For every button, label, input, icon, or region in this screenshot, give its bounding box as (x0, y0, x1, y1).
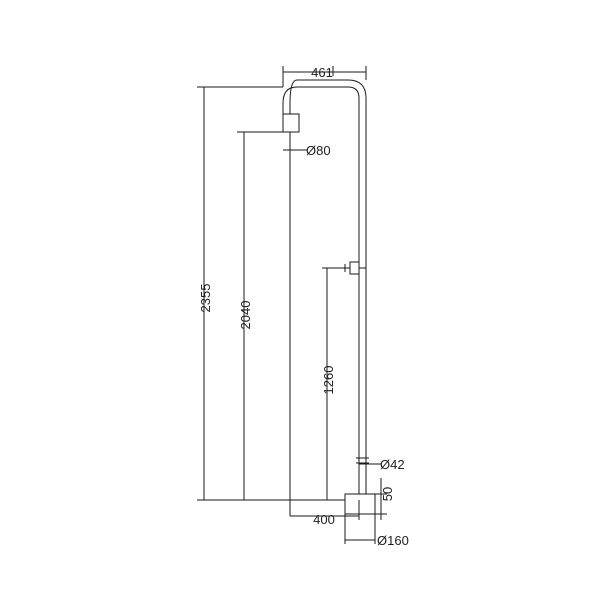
dim-line-overall-height (197, 86, 345, 501)
label-head-height: 2040 (238, 301, 253, 330)
label-overall-height: 2355 (198, 284, 213, 313)
handset-holder (341, 261, 366, 275)
label-handset-height: 1260 (321, 366, 336, 395)
label-base-height: 50 (380, 487, 395, 501)
base-plate (344, 493, 376, 515)
dim-line-base-height (375, 478, 387, 520)
pipe-collar (356, 457, 369, 464)
shower-arm (282, 79, 367, 114)
label-head-diameter: Ø80 (306, 143, 331, 158)
dim-line-head-height (237, 131, 283, 500)
label-pipe-diameter: Ø42 (380, 457, 405, 472)
dim-line-base-diameter (344, 514, 376, 544)
column-pipe (358, 98, 367, 494)
dim-line-reach (289, 132, 360, 520)
shower-head (282, 113, 300, 133)
dim-line-handset-height (322, 267, 341, 500)
label-arm-width: 461 (311, 65, 333, 80)
label-reach: 400 (313, 512, 335, 527)
label-base-diameter: Ø160 (377, 533, 409, 548)
dim-line-arm-width (282, 66, 367, 87)
